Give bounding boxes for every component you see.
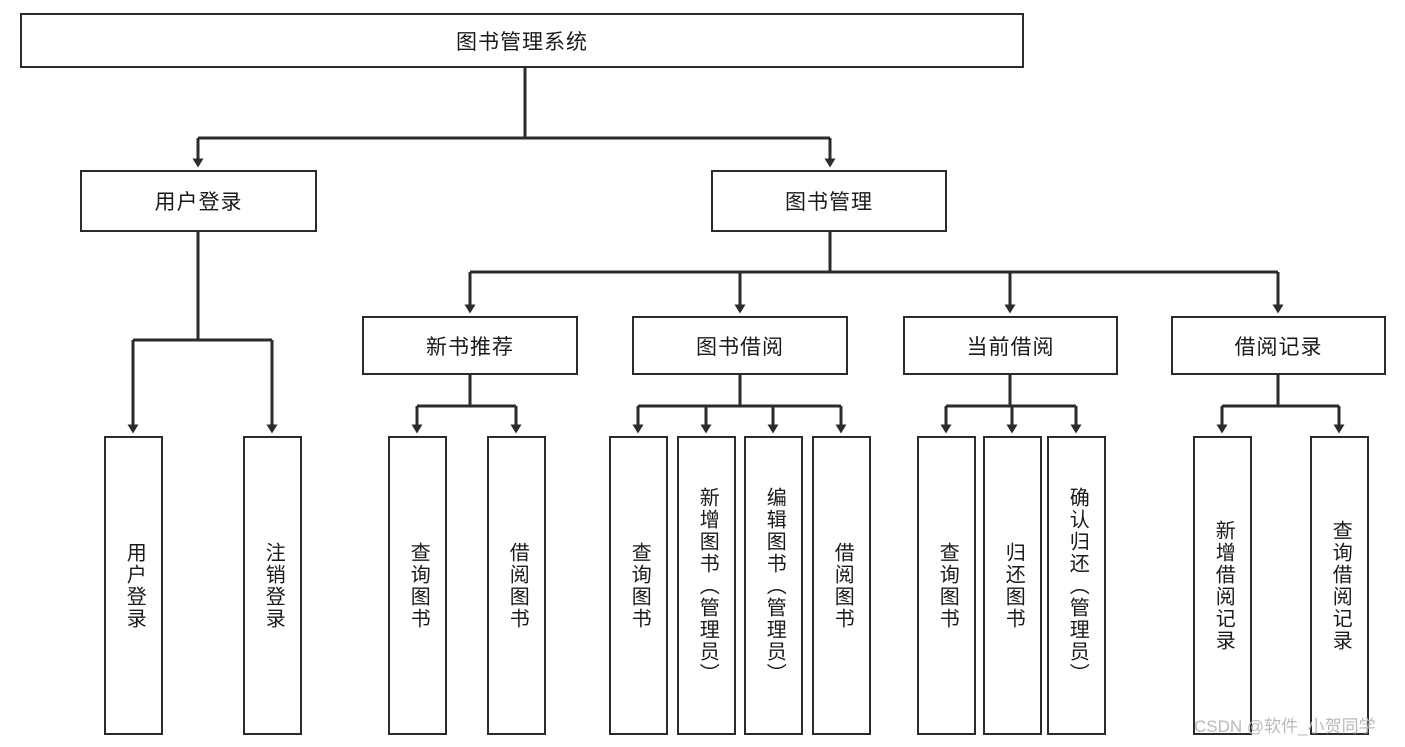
- node-book-borrow-label: 图书借阅: [696, 335, 784, 359]
- node-leaf-confirm-return-label: 确认归还（管理员）: [1066, 486, 1089, 685]
- node-borrow-record-label: 借阅记录: [1234, 335, 1323, 359]
- node-book-borrow[interactable]: 图书借阅: [632, 316, 848, 375]
- node-current-borrow[interactable]: 当前借阅: [903, 316, 1118, 375]
- node-leaf-borrow-book-1[interactable]: 借阅图书: [487, 436, 546, 735]
- node-leaf-logout[interactable]: 注销登录: [243, 436, 302, 735]
- node-leaf-query-book-3[interactable]: 查询图书: [917, 436, 976, 735]
- node-book-manage[interactable]: 图书管理: [711, 170, 947, 232]
- node-leaf-add-book-label: 新增图书（管理员）: [696, 486, 719, 685]
- node-leaf-add-record-label: 新增借阅记录: [1212, 519, 1235, 652]
- node-user-login-label: 用户登录: [154, 191, 243, 214]
- node-leaf-return-book-label: 归还图书: [1002, 541, 1025, 630]
- node-current-borrow-label: 当前借阅: [966, 335, 1055, 359]
- node-leaf-confirm-return[interactable]: 确认归还（管理员）: [1047, 436, 1106, 735]
- node-leaf-user-login-label: 用户登录: [123, 541, 146, 630]
- node-leaf-add-record[interactable]: 新增借阅记录: [1193, 436, 1252, 735]
- node-leaf-add-book[interactable]: 新增图书（管理员）: [677, 436, 736, 735]
- node-leaf-edit-book-label: 编辑图书（管理员）: [763, 486, 786, 685]
- node-root-label: 图书管理系统: [456, 30, 588, 54]
- node-leaf-borrow-book-2-label: 借阅图书: [831, 541, 854, 630]
- node-leaf-query-record[interactable]: 查询借阅记录: [1310, 436, 1369, 735]
- node-new-book-recommend-label: 新书推荐: [426, 335, 514, 359]
- node-user-login[interactable]: 用户登录: [80, 170, 317, 232]
- node-new-book-recommend[interactable]: 新书推荐: [362, 316, 578, 375]
- node-leaf-query-book-1[interactable]: 查询图书: [388, 436, 447, 735]
- node-leaf-borrow-book-2[interactable]: 借阅图书: [812, 436, 871, 735]
- watermark: CSDN @软件_小贺同学: [1194, 717, 1376, 736]
- node-leaf-query-book-3-label: 查询图书: [936, 541, 959, 630]
- node-leaf-edit-book[interactable]: 编辑图书（管理员）: [744, 436, 803, 735]
- node-leaf-query-record-label: 查询借阅记录: [1329, 519, 1352, 652]
- node-leaf-query-book-2-label: 查询图书: [628, 541, 651, 630]
- node-book-manage-label: 图书管理: [785, 191, 873, 214]
- node-leaf-user-login[interactable]: 用户登录: [104, 436, 163, 735]
- node-borrow-record[interactable]: 借阅记录: [1171, 316, 1386, 375]
- node-root[interactable]: 图书管理系统: [20, 13, 1024, 68]
- node-leaf-query-book-2[interactable]: 查询图书: [609, 436, 668, 735]
- node-leaf-logout-label: 注销登录: [262, 541, 285, 630]
- node-leaf-borrow-book-1-label: 借阅图书: [506, 541, 529, 630]
- node-leaf-query-book-1-label: 查询图书: [407, 541, 430, 630]
- node-leaf-return-book[interactable]: 归还图书: [983, 436, 1042, 735]
